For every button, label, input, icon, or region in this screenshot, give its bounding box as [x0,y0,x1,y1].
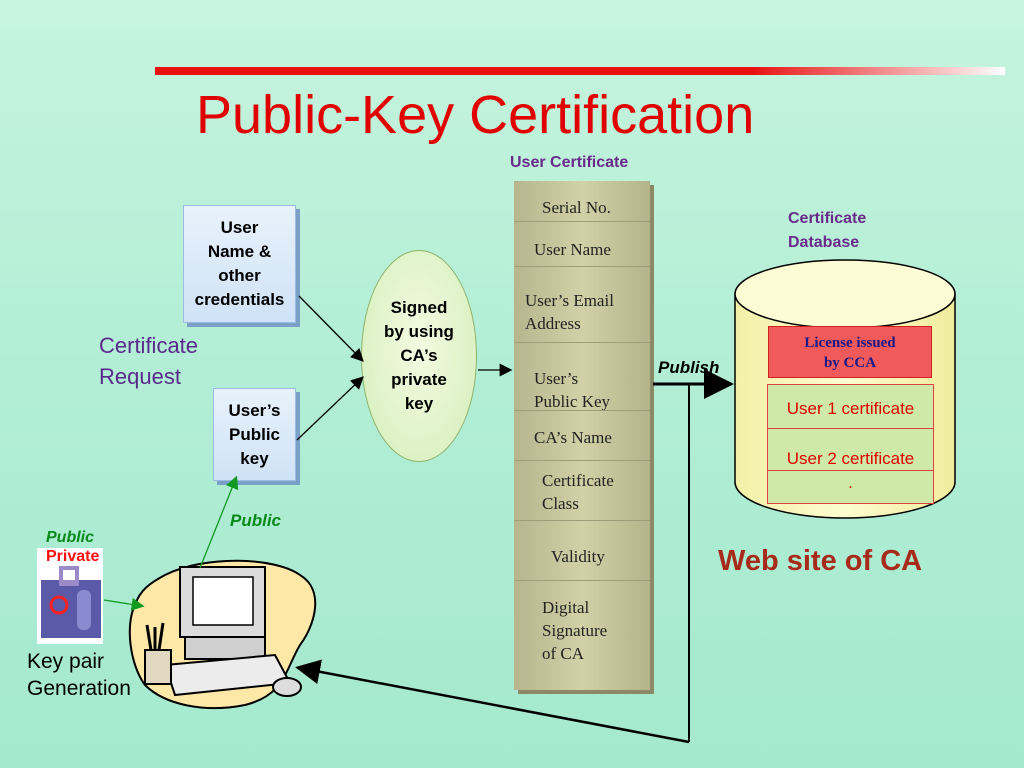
website-label: Web site of CA [718,545,923,577]
db-entry-user2: User 2 certificate [767,428,934,472]
cert-field-email: User’s Email Address [514,266,650,343]
db-entry-ellipsis: . [767,470,934,504]
computer-icon [128,559,317,710]
title-underline [155,67,1005,75]
cert-field-public-key: User’s Public Key [514,342,650,411]
user-certificate-column: Serial No. User Name User’s Email Addres… [514,181,650,690]
certificate-request-label: Certificate Request [99,333,199,389]
cert-field-serial: Serial No. [542,198,611,217]
db-entry-user1: User 1 certificate [767,384,934,430]
user-certificate-label: User Certificate [510,154,629,171]
cert-field-class: Certificate Class [514,460,650,521]
key-pair-label: Key pair Generation [27,650,131,700]
user-public-key-box: User’s Public key [213,388,296,481]
cert-field-user-name: User Name [514,221,650,267]
private-small-label: Private [46,548,100,565]
cert-field-validity: Validity [514,520,650,581]
slide-title: Public-Key Certification [196,85,755,145]
usb-key-icon [37,548,103,644]
public-key-label: Public [230,511,282,530]
license-box: License issued by CCA [768,326,932,378]
cert-field-ca-name: CA’s Name [514,410,650,461]
credentials-box: User Name & other credentials [183,205,296,323]
cert-field-signature: Digital Signature of CA [514,580,650,691]
public-small-label: Public [46,529,95,546]
certificate-database-label: Certificate Database [788,210,867,251]
